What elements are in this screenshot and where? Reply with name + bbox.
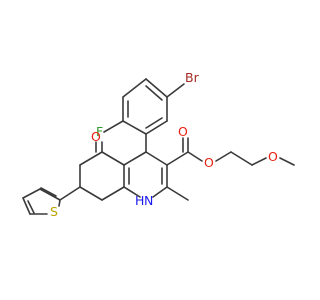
bond	[145, 85, 163, 101]
atom-labels: Br F O O O O H N S	[50, 70, 278, 219]
bond	[123, 151, 147, 166]
bond	[123, 186, 141, 198]
bond	[122, 78, 147, 98]
bromine-atom-label: Br	[185, 70, 200, 85]
bond	[101, 151, 125, 166]
ester-oxygen-label: O	[204, 155, 214, 170]
molecule-canvas: Br F O O O O H N S	[22, 70, 295, 219]
bond	[122, 120, 147, 135]
bond	[103, 120, 124, 133]
nitrogen-hydrogen-label: H	[135, 193, 144, 208]
bond	[279, 157, 295, 166]
bond	[79, 151, 103, 166]
bond	[39, 188, 61, 201]
bond	[22, 197, 31, 215]
sulfur-atom-label: S	[50, 204, 58, 219]
carbonyl-oxygen-label: O	[178, 124, 188, 139]
bond	[22, 188, 41, 199]
fluorine-atom-label: F	[96, 124, 103, 139]
nitrogen-atom-label: N	[144, 193, 153, 208]
bond	[166, 151, 189, 166]
ether-oxygen-label: O	[268, 149, 278, 164]
bond	[166, 83, 185, 98]
bond	[79, 186, 103, 201]
bond	[58, 199, 61, 207]
bond	[59, 186, 81, 201]
bond	[152, 186, 168, 198]
molecule-structure: Br F O O O O H N S	[22, 70, 295, 219]
bond	[230, 151, 253, 166]
bond	[101, 186, 125, 201]
bond	[166, 186, 189, 201]
bond	[215, 151, 232, 162]
bond	[27, 200, 35, 214]
bond	[145, 151, 168, 166]
bond	[145, 78, 168, 98]
bond	[40, 187, 57, 197]
bond	[145, 120, 168, 135]
bond	[145, 117, 163, 129]
bond	[187, 151, 203, 162]
ketone-oxygen-label: O	[91, 129, 101, 144]
bond	[251, 157, 267, 166]
bonds	[22, 78, 295, 215]
